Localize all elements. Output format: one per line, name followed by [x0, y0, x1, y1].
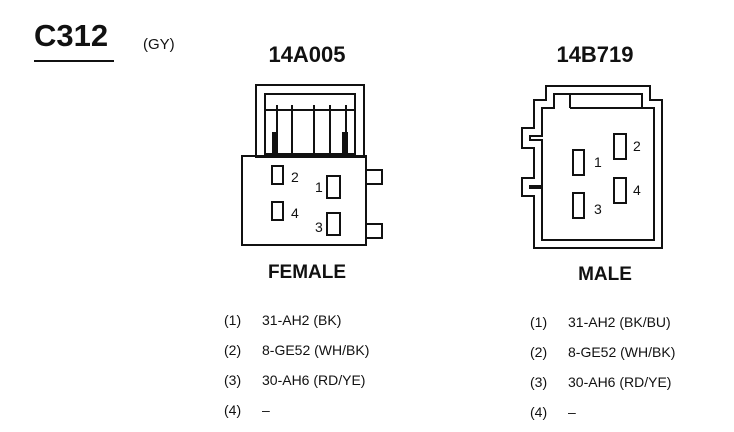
female-latch-post — [342, 132, 348, 154]
female-pin-row: (4) – — [224, 402, 270, 418]
male-pin-row: (4) – — [530, 404, 576, 420]
male-cavity-4 — [613, 177, 627, 204]
female-cavity-label: 2 — [291, 169, 299, 185]
male-shell-inner — [529, 93, 655, 241]
male-pin-row: (3) 30-AH6 (RD/YE) — [530, 374, 671, 390]
female-cavity-3 — [326, 212, 341, 236]
female-pin-row: (2) 8-GE52 (WH/BK) — [224, 342, 369, 358]
female-cavity-label: 3 — [315, 219, 323, 235]
female-side-tab — [365, 223, 383, 239]
male-cavity-label: 1 — [594, 154, 602, 170]
male-pin-row: (1) 31-AH2 (BK/BU) — [530, 314, 671, 330]
female-gender-label: FEMALE — [267, 262, 347, 283]
male-cavity-2 — [613, 133, 627, 160]
connector-id: C312 — [34, 18, 109, 53]
female-cavity-4 — [271, 201, 284, 221]
female-part-number: 14A005 — [268, 42, 346, 67]
male-cavity-label: 3 — [594, 201, 602, 217]
connector-color-code: (GY) — [143, 36, 175, 53]
pin-number: (2) — [224, 342, 242, 358]
female-cavity-label: 1 — [315, 179, 323, 195]
pin-number: (2) — [530, 344, 548, 360]
male-part-number: 14B719 — [556, 42, 634, 67]
male-pin-row: (2) 8-GE52 (WH/BK) — [530, 344, 675, 360]
female-side-tab — [365, 169, 383, 185]
connector-id-underline — [34, 60, 114, 62]
pin-number: (4) — [530, 404, 548, 420]
female-latch-post — [272, 132, 278, 154]
pin-circuit: 8-GE52 (WH/BK) — [262, 342, 370, 358]
pin-circuit: 30-AH6 (RD/YE) — [262, 372, 366, 388]
pin-circuit: 31-AH2 (BK/BU) — [568, 314, 671, 330]
pin-number: (3) — [224, 372, 242, 388]
male-cavity-3 — [572, 192, 585, 219]
pin-circuit: – — [568, 404, 576, 420]
female-body — [241, 155, 367, 246]
pin-circuit: 8-GE52 (WH/BK) — [568, 344, 676, 360]
female-connector-face — [241, 84, 383, 246]
pin-number: (3) — [530, 374, 548, 390]
female-pin-row: (3) 30-AH6 (RD/YE) — [224, 372, 365, 388]
male-cavity-1 — [572, 149, 585, 176]
female-cavity-label: 4 — [291, 205, 299, 221]
pin-number: (1) — [530, 314, 548, 330]
female-cavity-1 — [326, 175, 341, 199]
male-gender-label: MALE — [578, 264, 632, 285]
pin-number: (4) — [224, 402, 242, 418]
pin-number: (1) — [224, 312, 242, 328]
male-shell-outer — [521, 85, 663, 249]
female-cavity-2 — [271, 165, 284, 185]
pin-circuit: – — [262, 402, 270, 418]
male-cavity-label: 4 — [633, 182, 641, 198]
pin-circuit: 31-AH2 (BK) — [262, 312, 342, 328]
male-cavity-label: 2 — [633, 138, 641, 154]
male-connector-face — [521, 85, 663, 249]
female-latch-inner — [264, 93, 356, 155]
pin-circuit: 30-AH6 (RD/YE) — [568, 374, 672, 390]
female-pin-row: (1) 31-AH2 (BK) — [224, 312, 341, 328]
